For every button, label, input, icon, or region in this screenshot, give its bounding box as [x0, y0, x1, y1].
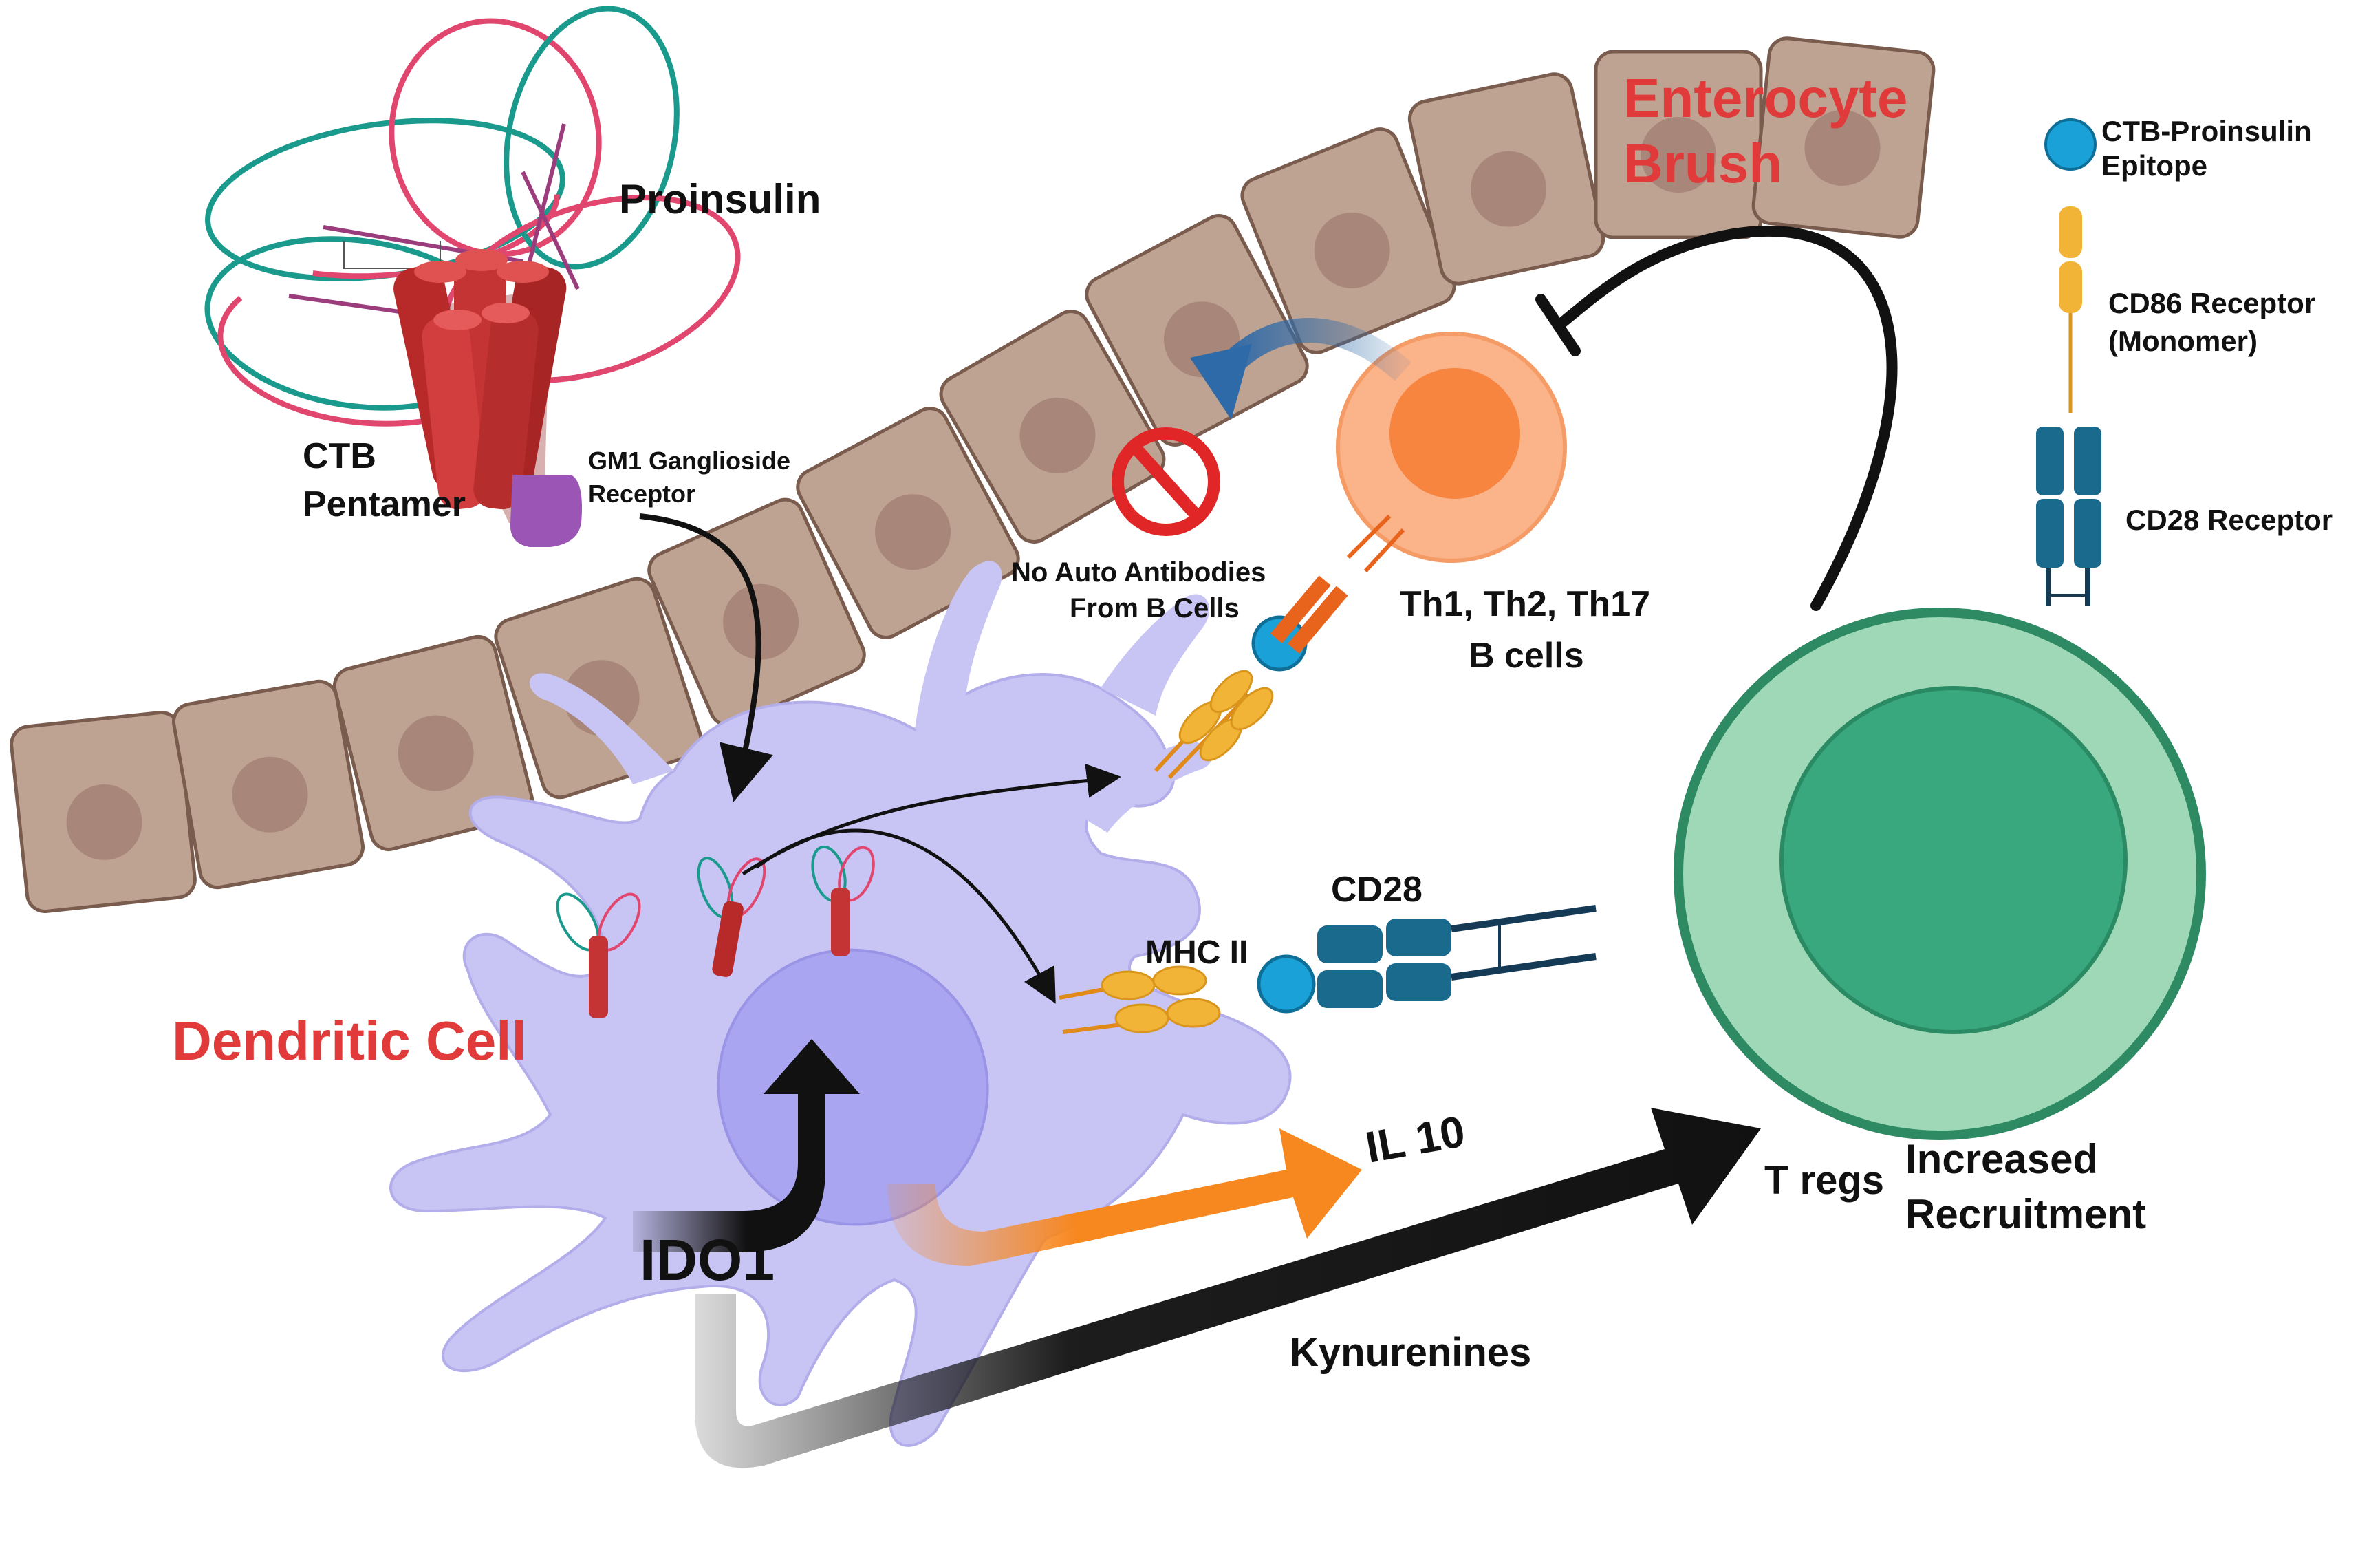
- legend-cd86-label-2: (Monomer): [2108, 325, 2258, 357]
- uptake-arrow: [639, 513, 773, 802]
- ido1-label: IDO1: [640, 1228, 775, 1292]
- enterocyte-nucleus: [232, 756, 308, 833]
- legend-cd86-label-1: CD86 Receptor: [2108, 287, 2315, 319]
- legend-epitope-icon: [2044, 118, 2097, 171]
- legend-cd28-label: CD28 Receptor: [2125, 504, 2333, 536]
- ctb-pentamer: [393, 249, 567, 530]
- th-label-2: B cells: [1469, 636, 1584, 676]
- cd28-label: CD28: [1331, 870, 1422, 910]
- legend-epitope-label-2: Epitope: [2101, 149, 2207, 182]
- enterocyte-cell: [1751, 36, 1936, 239]
- cd86-mhc-complex-top: [1154, 514, 1405, 780]
- proinsulin-label: Proinsulin: [619, 176, 821, 222]
- no-auto-label-1: No Auto Antibodies: [1011, 557, 1266, 588]
- labels: Enterocyte Brush Proinsulin CTB Pentamer…: [172, 67, 2333, 1375]
- inhibition-bar: [1535, 294, 1581, 356]
- enterocyte-nucleus: [723, 583, 799, 660]
- increased-label-1: Increased: [1905, 1136, 2098, 1182]
- enterocyte-cell: [1407, 72, 1605, 286]
- no-auto-label-2: From B Cells: [1070, 593, 1240, 623]
- ctb-label-2: Pentamer: [303, 484, 466, 524]
- legend-cd86-icon: [2059, 206, 2082, 258]
- enterocyte-label-2: Brush: [1623, 133, 1782, 194]
- enterocyte-cell: [332, 634, 534, 852]
- enterocyte-nucleus: [1641, 117, 1716, 193]
- kynurenines-arrow: [695, 1108, 1761, 1468]
- enterocyte-nucleus: [1804, 109, 1881, 186]
- mhc-label: MHC II: [1145, 934, 1248, 971]
- enterocyte-cell: [10, 711, 197, 913]
- legend-epitope-label-1: CTB-Proinsulin: [2101, 115, 2312, 147]
- th-b-cell-nucleus: [1389, 368, 1520, 499]
- enterocyte-cell: [172, 679, 365, 890]
- ido1-arrow: [633, 1039, 860, 1252]
- il10-label: IL 10: [1362, 1106, 1469, 1172]
- ctb-label-1: CTB: [303, 436, 376, 476]
- enterocyte-nucleus: [1471, 151, 1547, 227]
- legend-cd28-icon: [2036, 427, 2101, 606]
- il10-arrow: [887, 1128, 1362, 1266]
- inhibition-curve: [1556, 225, 1898, 611]
- proinsulin-structure: [204, 6, 741, 427]
- enterocyte-nucleus: [66, 784, 142, 860]
- enterocyte-cell: [1240, 127, 1456, 354]
- increased-label-2: Recruitment: [1905, 1191, 2146, 1237]
- prohibited-icon: [1112, 427, 1220, 536]
- enterocyte-label-1: Enterocyte: [1623, 67, 1907, 129]
- enterocyte-cell: [1594, 50, 1763, 239]
- enterocyte-nucleus: [1314, 212, 1390, 288]
- tregs-label: T regs: [1764, 1158, 1884, 1203]
- internalized-ctb-complexes: [556, 845, 875, 1018]
- kynurenines-label: Kynurenines: [1290, 1330, 1531, 1375]
- enterocyte-layer: [10, 36, 1936, 913]
- presentation-arrow-mid: [755, 828, 1056, 1004]
- enterocyte-nucleus: [398, 715, 474, 791]
- enterocyte-nucleus: [875, 494, 951, 570]
- legend: [2036, 118, 2101, 606]
- mhc-cd28-complex: [1059, 905, 1597, 1034]
- dendritic-label: Dendritic Cell: [172, 1010, 527, 1071]
- enterocyte-cell: [939, 310, 1166, 544]
- gm1-receptor: [510, 475, 582, 547]
- enterocyte-nucleus: [1019, 397, 1096, 473]
- gm1-label-1: GM1 Ganglioside: [588, 447, 790, 475]
- treg-nucleus: [1779, 686, 2128, 1034]
- gm1-label-2: Receptor: [588, 480, 695, 508]
- th-label-1: Th1, Th2, Th17: [1400, 584, 1650, 624]
